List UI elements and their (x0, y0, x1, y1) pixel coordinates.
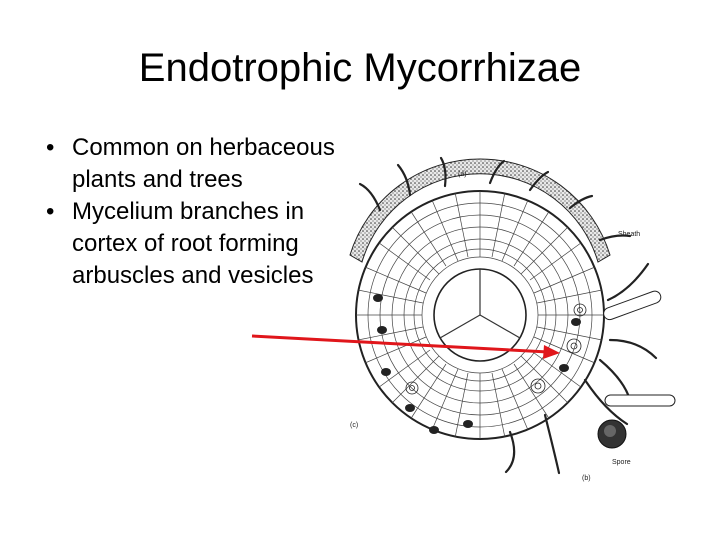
label-sheath: Sheath (618, 231, 640, 238)
label-spore: Spore (612, 459, 631, 466)
label-c: (c) (350, 422, 358, 429)
label-a: (a) (458, 171, 467, 178)
fungal-sheath (349, 158, 611, 263)
bullet-text: Common on herbaceous plants and trees (72, 134, 335, 193)
root-cross-section-diagram: (a) Sheath (c) Spore (b) (349, 156, 676, 482)
bullet-marker: • (46, 134, 55, 161)
bullet-marker: • (46, 198, 55, 225)
bullet-list: • Common on herbaceous plants and trees … (40, 132, 360, 292)
bullet-item: • Common on herbaceous plants and trees (40, 132, 360, 196)
elongated-roothair (603, 290, 676, 407)
vesicles (373, 294, 581, 434)
xylem-arms (439, 269, 521, 339)
cortex-cells (356, 191, 604, 439)
spore-core (604, 425, 616, 437)
arbuscules (405, 303, 587, 395)
slide-title: Endotrophic Mycorrhizae (138, 46, 582, 90)
bullet-item: • Mycelium branches in cortex of root fo… (40, 196, 360, 292)
label-b: (b) (582, 475, 591, 482)
bullet-text: Mycelium branches in cortex of root form… (72, 198, 314, 289)
